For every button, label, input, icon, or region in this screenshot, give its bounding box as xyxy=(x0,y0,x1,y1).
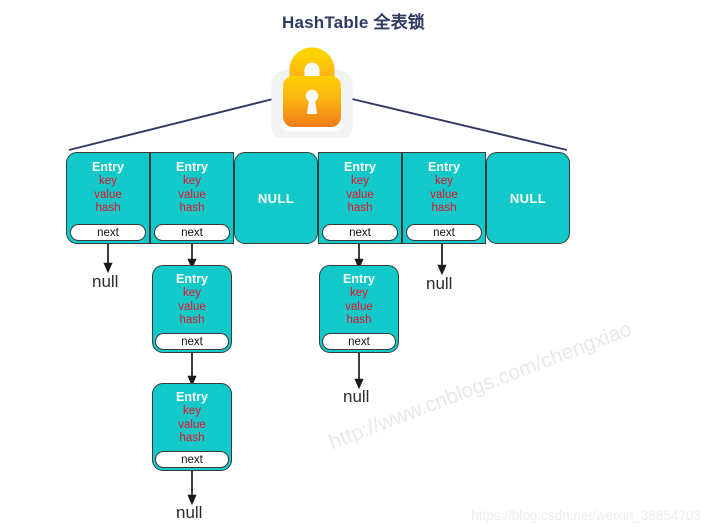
lock-link-right xyxy=(351,98,568,151)
entry-field-hash: hash xyxy=(431,202,457,214)
bucket-cell-0[interactable]: Entry key value hash next xyxy=(66,152,150,244)
entry-label: Entry xyxy=(344,160,376,174)
bucket-cell-2-null[interactable]: NULL xyxy=(234,152,318,244)
bucket-cell-5-null[interactable]: NULL xyxy=(486,152,570,244)
null-label: NULL xyxy=(509,190,547,206)
chain-node-b1-2[interactable]: Entry key value hash next xyxy=(152,383,232,471)
page-title: HashTable 全表锁 xyxy=(281,13,426,32)
entry-field-value: value xyxy=(178,188,206,201)
chain-node-b3-1[interactable]: Entry key value hash next xyxy=(319,265,399,353)
entry-field-key: key xyxy=(350,287,368,299)
bucket-cell-3[interactable]: Entry key value hash next xyxy=(318,152,402,244)
entry-field-key: key xyxy=(183,175,201,187)
next-pointer[interactable]: next xyxy=(155,451,229,468)
entry-field-value: value xyxy=(178,300,206,313)
entry-label: Entry xyxy=(176,272,208,286)
null-terminator-b4: null xyxy=(426,274,453,293)
entry-field-key: key xyxy=(183,405,201,417)
entry-label: Entry xyxy=(428,160,460,174)
null-label: NULL xyxy=(257,190,295,206)
entry-field-value: value xyxy=(345,300,373,313)
entry-field-key: key xyxy=(183,287,201,299)
next-pointer[interactable]: next xyxy=(322,224,398,241)
next-pointer[interactable]: next xyxy=(154,224,230,241)
chain-node-b1-1[interactable]: Entry key value hash next xyxy=(152,265,232,353)
entry-field-value: value xyxy=(178,418,206,431)
entry-label: Entry xyxy=(176,160,208,174)
lock-link-left xyxy=(68,98,274,151)
next-pointer[interactable]: next xyxy=(155,333,229,350)
entry-field-hash: hash xyxy=(346,314,372,326)
entry-label: Entry xyxy=(92,160,124,174)
entry-field-key: key xyxy=(435,175,453,187)
hashtable-bucket-array: Entry key value hash next Entry key valu… xyxy=(66,152,570,244)
next-pointer[interactable]: next xyxy=(406,224,482,241)
entry-field-key: key xyxy=(351,175,369,187)
entry-field-hash: hash xyxy=(95,202,121,214)
null-terminator-b1: null xyxy=(176,503,203,522)
entry-field-key: key xyxy=(99,175,117,187)
entry-field-hash: hash xyxy=(347,202,373,214)
padlock-icon xyxy=(271,47,353,138)
bucket-cell-1[interactable]: Entry key value hash next xyxy=(150,152,234,244)
entry-label: Entry xyxy=(176,390,208,404)
entry-field-value: value xyxy=(430,188,458,201)
entry-field-hash: hash xyxy=(179,202,205,214)
entry-label: Entry xyxy=(343,272,375,286)
null-terminator-b3: null xyxy=(343,387,370,406)
entry-field-value: value xyxy=(346,188,374,201)
bucket-cell-4[interactable]: Entry key value hash next xyxy=(402,152,486,244)
next-pointer[interactable]: next xyxy=(70,224,146,241)
entry-field-value: value xyxy=(94,188,122,201)
null-terminator-b0: null xyxy=(92,272,119,291)
next-pointer[interactable]: next xyxy=(322,333,396,350)
entry-field-hash: hash xyxy=(179,432,205,444)
entry-field-hash: hash xyxy=(179,314,205,326)
